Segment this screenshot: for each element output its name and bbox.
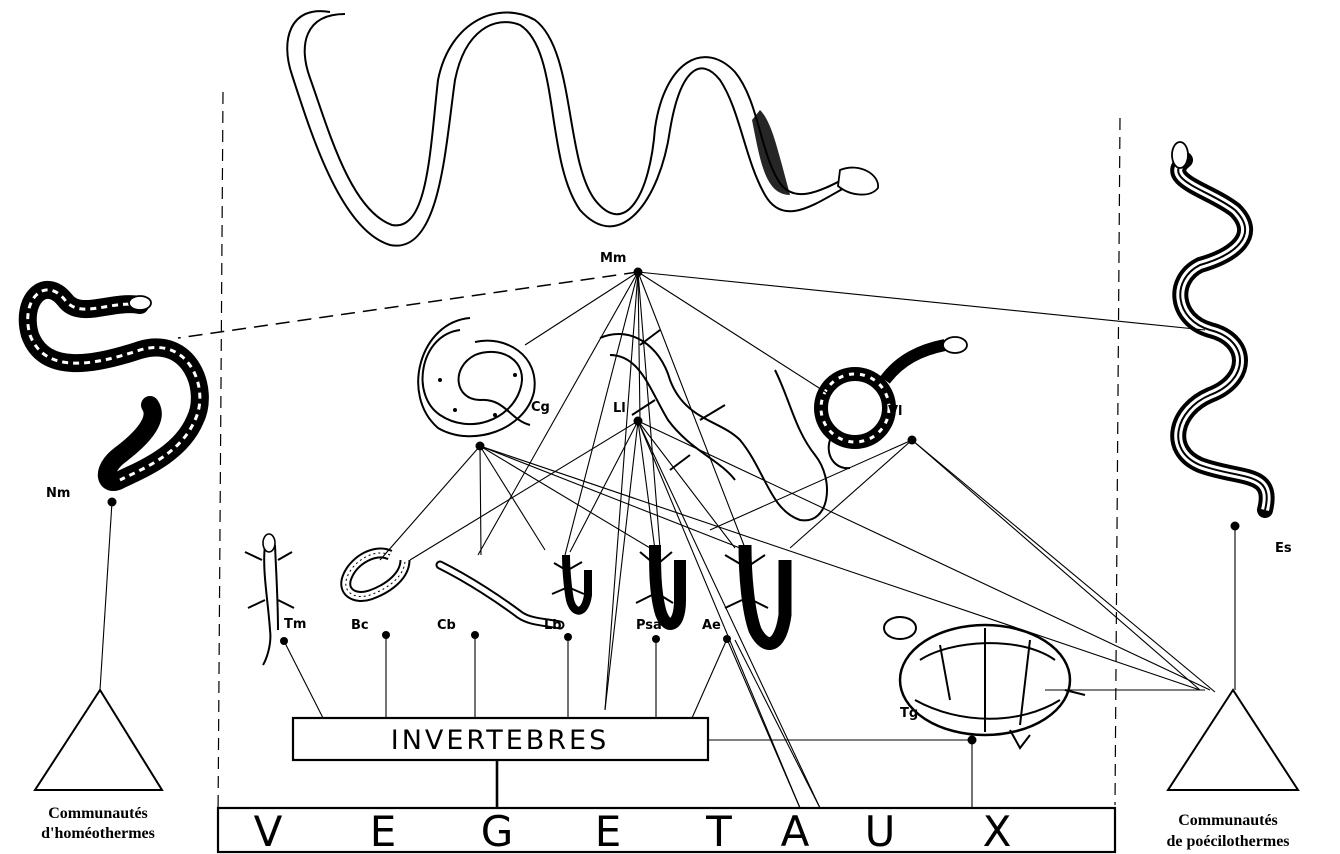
link-cg-psa [480, 446, 650, 548]
species-label-tg: Tg [900, 706, 918, 721]
link-cg-bc [380, 446, 480, 560]
right-community-triangle [1168, 690, 1298, 790]
species-label-cg: Cg [531, 400, 550, 415]
vegetaux-letter: U [865, 807, 896, 854]
illustration-lizard-psa [636, 545, 680, 624]
link-ll-bc [410, 421, 638, 560]
node-cb-dot [471, 631, 479, 639]
node-ll-dot [634, 417, 643, 426]
species-label-psa: Psa [636, 618, 662, 633]
node-tm-dot [280, 637, 288, 645]
vegetaux-letter: A [781, 807, 810, 854]
right-boundary-dashed-line [1115, 118, 1120, 805]
node-lb-dot [564, 633, 572, 641]
link-tm-invertebres [284, 641, 323, 718]
caption-left-line1: Communautés [48, 805, 148, 822]
illustration-lizard-lb [552, 555, 588, 611]
node-bc-dot [382, 631, 390, 639]
vegetaux-letter: V [254, 807, 283, 854]
illustration-lizard-ll [600, 330, 827, 520]
node-tg-dot [968, 736, 977, 745]
vegetaux-letter: E [595, 807, 622, 854]
left-community-triangle [35, 690, 162, 790]
link-mm-ae [638, 272, 745, 548]
node-ae-dot [723, 635, 731, 643]
illustration-snake-mm [287, 11, 878, 246]
species-label-ae: Ae [702, 618, 721, 633]
node-cg-dot [476, 442, 485, 451]
caption-right-line2: de poécilothermes [1166, 833, 1289, 850]
left-boundary-dashed-line [218, 92, 223, 820]
link-vl-psa [710, 440, 912, 530]
species-label-cb: Cb [437, 618, 456, 633]
species-label-tm: Tm [284, 617, 306, 632]
species-label-nm: Nm [46, 486, 70, 501]
illustration-tortoise-tg [884, 617, 1085, 748]
species-label-mm: Mm [600, 251, 626, 266]
link-cg-right-community [480, 446, 1200, 690]
species-label-bc: Bc [351, 618, 369, 633]
vegetaux-letter: X [983, 807, 1012, 854]
vegetaux-letter: G [481, 807, 514, 854]
link-mm-vl [638, 272, 830, 395]
link-cg-ae [480, 446, 740, 548]
species-label-es: Es [1275, 541, 1292, 556]
vegetaux-letter: T [705, 807, 732, 854]
species-label-vl: Vl [888, 404, 903, 419]
link-vl-ae [790, 440, 912, 548]
species-label-ll: Ll [613, 401, 626, 416]
caption-left-line2: d'homéothermes [41, 825, 155, 842]
link-ll-invertebres [605, 421, 638, 710]
illustration-snake-cg [418, 318, 534, 436]
caption-right-line1: Communautés [1178, 812, 1278, 829]
species-label-lb: Lb [544, 618, 562, 633]
link-ae-vegetaux-b [735, 640, 820, 808]
node-mm-dot [634, 268, 643, 277]
node-es-dot [1231, 522, 1240, 531]
vegetaux-box [218, 808, 1115, 852]
vegetaux-letter: E [370, 807, 397, 854]
node-psa-dot [652, 635, 660, 643]
link-nm-community [100, 502, 112, 690]
link-ae-vegetaux-a [727, 639, 800, 808]
illustration-skink-cb [440, 565, 560, 625]
link-ae-invertebres [692, 639, 727, 718]
node-vl-dot [908, 436, 917, 445]
illustration-lizard-ae [725, 545, 785, 644]
node-nm-dot [108, 498, 117, 507]
link-mm-es [638, 272, 1205, 330]
invertebres-label: INVERTEBRES [391, 725, 610, 756]
illustration-snake-es [1172, 142, 1267, 510]
illustration-snake-nm [28, 290, 200, 482]
link-ll-lb [570, 421, 638, 552]
illustration-amphisbaenian-bc [346, 553, 405, 597]
link-mm-nm-dashed [178, 272, 638, 338]
link-cg-cb [480, 446, 481, 555]
